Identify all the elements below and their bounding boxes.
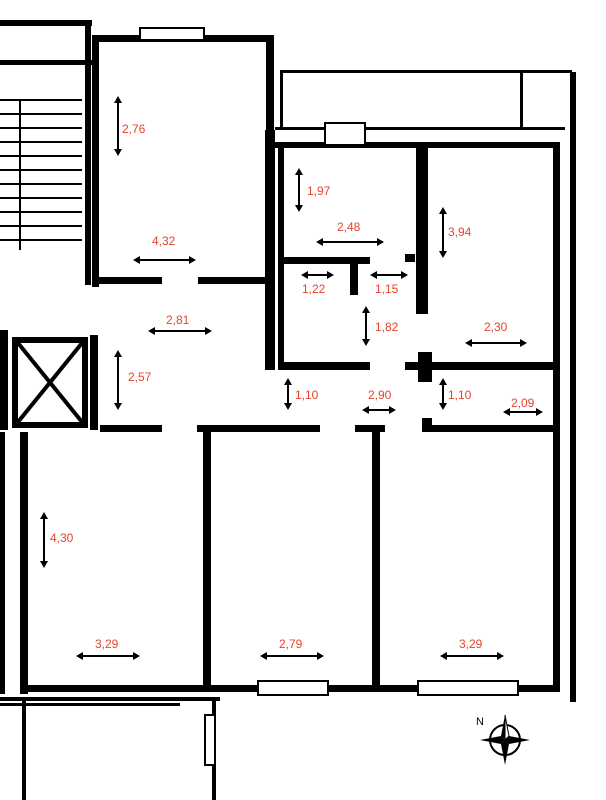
- arrowhead: [114, 403, 122, 410]
- dimension-label: 1,15: [375, 282, 399, 296]
- arrowhead: [295, 168, 303, 175]
- dimension-label: 2,48: [337, 220, 361, 234]
- dimension-label: 1,22: [302, 282, 326, 296]
- arrowhead: [114, 350, 122, 357]
- dimension-label: 2,79: [279, 637, 303, 651]
- dimension-label: 2,81: [166, 313, 190, 327]
- dimension-label: 2,57: [128, 370, 152, 384]
- compass-north-label: N: [476, 716, 484, 728]
- arrowhead: [40, 512, 48, 519]
- arrowhead: [503, 408, 510, 416]
- dimension-label: 1,10: [295, 388, 319, 402]
- arrowhead: [401, 271, 408, 279]
- arrowhead: [362, 306, 370, 313]
- arrowhead: [260, 652, 267, 660]
- dimension-label: 1,10: [448, 388, 472, 402]
- arrowhead: [295, 205, 303, 212]
- dimension-label: 4,32: [152, 234, 176, 248]
- dimension-label: 2,76: [122, 122, 146, 136]
- arrowhead: [205, 327, 212, 335]
- arrowhead: [284, 378, 292, 385]
- arrowhead: [284, 403, 292, 410]
- dimension-label: 3,29: [95, 637, 119, 651]
- arrowhead: [465, 339, 472, 347]
- arrowhead: [439, 251, 447, 258]
- arrowhead: [440, 652, 447, 660]
- arrowhead: [327, 271, 334, 279]
- arrowhead: [520, 339, 527, 347]
- dimension-label: 1,97: [307, 184, 331, 198]
- arrowhead: [362, 339, 370, 346]
- arrowhead: [439, 403, 447, 410]
- arrowhead: [133, 256, 140, 264]
- dimension-label: 2,90: [368, 388, 392, 402]
- arrowhead: [133, 652, 140, 660]
- dimension-label: 3,29: [459, 637, 483, 651]
- dimension-label: 2,30: [484, 320, 508, 334]
- arrowhead: [439, 378, 447, 385]
- dimension-label: 3,94: [448, 225, 472, 239]
- arrowhead: [536, 408, 543, 416]
- arrowhead: [301, 271, 308, 279]
- arrowhead: [76, 652, 83, 660]
- windows: [139, 27, 519, 766]
- arrowhead: [316, 238, 323, 246]
- arrowhead: [377, 238, 384, 246]
- arrowhead: [389, 406, 396, 414]
- arrowhead: [439, 207, 447, 214]
- arrowhead: [148, 327, 155, 335]
- staircase: [0, 99, 82, 250]
- dimension-label: 2,09: [511, 396, 535, 410]
- dimension-label: 1,82: [375, 320, 399, 334]
- arrowhead: [114, 96, 122, 103]
- dimension-label: 4,30: [50, 531, 74, 545]
- arrowhead: [317, 652, 324, 660]
- elevator-shaft: [16, 341, 84, 424]
- arrowhead: [362, 406, 369, 414]
- arrowhead: [114, 149, 122, 156]
- arrowhead: [189, 256, 196, 264]
- arrowhead: [40, 561, 48, 568]
- compass-rose: [480, 714, 530, 765]
- arrowhead: [497, 652, 504, 660]
- arrowhead: [370, 271, 377, 279]
